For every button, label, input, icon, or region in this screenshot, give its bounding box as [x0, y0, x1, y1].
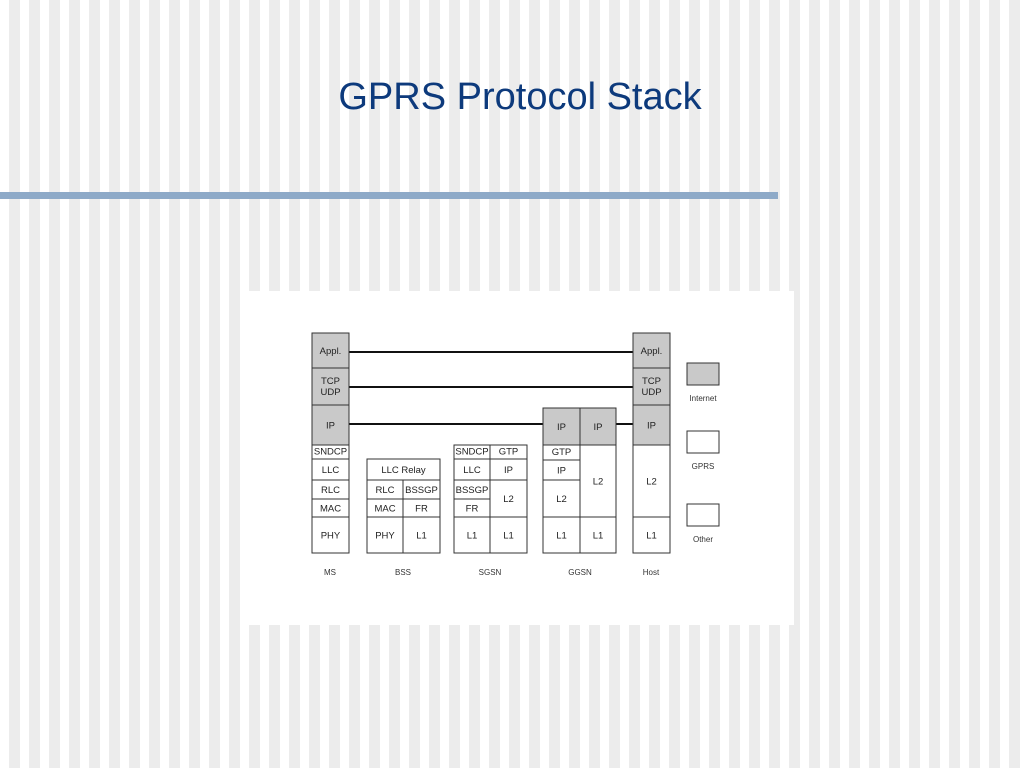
legend-label-gprs: GPRS	[692, 462, 715, 471]
legend-label-internet: Internet	[689, 394, 717, 403]
bss-label-bssgp: BSSGP	[405, 485, 438, 496]
ggsn-label-ip: IP	[557, 422, 566, 433]
ggsn-label-l2: L2	[556, 494, 567, 505]
host-cell-l2	[632, 444, 671, 518]
bss-label-rlc: RLC	[375, 485, 394, 496]
ms-label-rlc: RLC	[321, 485, 340, 496]
ms-label-mac: MAC	[320, 503, 341, 514]
host-label-l2: L2	[646, 476, 657, 487]
ggsn-cell-l2	[579, 444, 617, 518]
sgsn-label-l2: L2	[503, 494, 514, 505]
sgsn-label-gtp: GTP	[499, 447, 519, 458]
host-label-appl: Appl.	[641, 346, 663, 357]
ms-cell-phy	[311, 516, 350, 554]
title-divider	[0, 192, 778, 199]
node-label-sgsn: SGSN	[479, 568, 502, 577]
ms-label-llc: LLC	[322, 465, 340, 476]
sgsn-label-l1: L1	[503, 530, 514, 541]
host-cell-appl	[632, 332, 671, 369]
sgsn-label-llc: LLC	[463, 465, 481, 476]
ggsn-cell-l1	[579, 516, 617, 554]
bss-label-phy: PHY	[375, 530, 395, 541]
ggsn-label-l1: L1	[556, 530, 567, 541]
node-label-bss: BSS	[395, 568, 411, 577]
sgsn-cell-l2	[489, 479, 528, 518]
legend-label-other: Other	[693, 535, 713, 544]
legend-swatch-other	[686, 503, 720, 527]
bss-label-mac: MAC	[374, 503, 395, 514]
sgsn-label-ip: IP	[504, 465, 513, 476]
node-label-ms: MS	[324, 568, 336, 577]
ggsn-cell-ip	[579, 407, 617, 446]
slide-title: GPRS Protocol Stack	[338, 76, 702, 118]
sgsn-label-fr: FR	[466, 503, 479, 514]
ms-label-sndcp: SNDCP	[314, 447, 347, 458]
ggsn-label-gtp: GTP	[552, 447, 572, 458]
bss-label-llc-relay: LLC Relay	[381, 465, 426, 476]
bss-cell-phy	[366, 516, 404, 554]
legend-swatch-gprs	[686, 430, 720, 454]
ggsn-label-l2: L2	[593, 476, 604, 487]
node-label-host: Host	[643, 568, 660, 577]
bss-label-fr: FR	[415, 503, 428, 514]
ms-cell-ip	[311, 404, 350, 446]
bss-cell-l1	[402, 516, 441, 554]
host-label-ip: IP	[647, 420, 656, 431]
ms-cell-appl	[311, 332, 350, 369]
ms-label-ip: IP	[326, 420, 335, 431]
ms-label-appl: Appl.	[320, 346, 342, 357]
legend-swatch-internet	[686, 362, 720, 386]
ggsn-label-ip: IP	[557, 465, 566, 476]
ggsn-label-ip: IP	[594, 422, 603, 433]
ggsn-label-l1: L1	[593, 530, 604, 541]
ms-label-phy: PHY	[321, 530, 341, 541]
host-cell-ip	[632, 404, 671, 446]
ggsn-cell-l1	[542, 516, 581, 554]
host-label-l1: L1	[646, 530, 657, 541]
sgsn-label-l1: L1	[467, 530, 478, 541]
sgsn-cell-l1	[453, 516, 491, 554]
ggsn-cell-l2	[542, 479, 581, 518]
node-label-ggsn: GGSN	[568, 568, 592, 577]
bss-label-l1: L1	[416, 530, 427, 541]
sgsn-label-sndcp: SNDCP	[455, 447, 488, 458]
sgsn-cell-l1	[489, 516, 528, 554]
host-cell-l1	[632, 516, 671, 554]
host-cell-tcp-udp	[632, 367, 671, 406]
sgsn-label-bssgp: BSSGP	[456, 485, 489, 496]
